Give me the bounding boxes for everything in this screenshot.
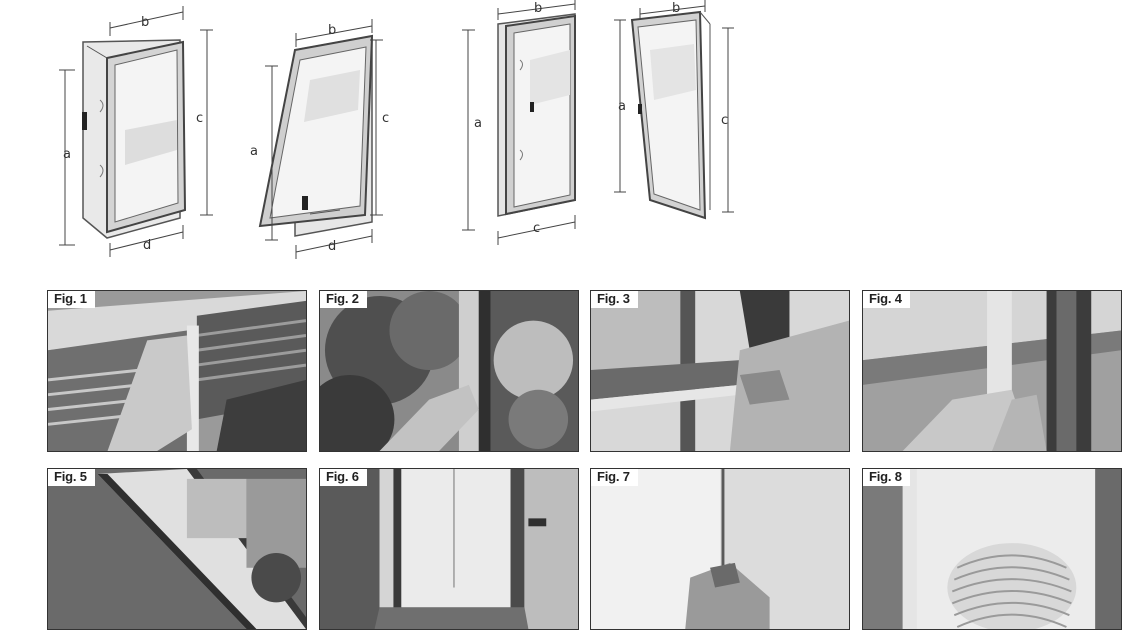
figure-label: Fig. 7 [591, 469, 638, 486]
figure-label: Fig. 3 [591, 291, 638, 308]
figure-2: Fig. 2 [319, 290, 579, 452]
photo-hose-through-fabric [863, 469, 1121, 629]
figure-label: Fig. 1 [48, 291, 95, 308]
tilt-window-drawing: a b c d [250, 19, 389, 259]
dimension-c-label: c [533, 221, 540, 236]
figure-8: Fig. 8 [862, 468, 1122, 630]
photo-window-with-fabric [48, 469, 306, 629]
figure-5: Fig. 5 [47, 468, 307, 630]
dimension-b-label: b [141, 15, 149, 30]
casement-window-drawing: a b c d [59, 6, 213, 257]
photo-fabric-on-frame [320, 291, 578, 451]
figure-6: Fig. 6 [319, 468, 579, 630]
figure-1: Fig. 1 [47, 290, 307, 452]
dimension-b-label: b [534, 1, 542, 16]
diagram-window-closed: a b c [460, 0, 590, 265]
dimension-c-label: c [382, 111, 389, 126]
dimension-a-label: a [618, 99, 626, 114]
closed-window-drawing: a b c [462, 0, 576, 245]
figure-3: Fig. 3 [590, 290, 850, 452]
photo-zipper-opening [591, 469, 849, 629]
dimension-b-label: b [672, 1, 680, 16]
dimension-b-label: b [328, 23, 336, 38]
figure-label: Fig. 5 [48, 469, 95, 486]
diagram-window-pivot: a b c [610, 0, 750, 265]
photo-hand-pressing-frame [48, 291, 306, 451]
dimension-c-label: c [721, 113, 728, 128]
figure-label: Fig. 2 [320, 291, 367, 308]
installation-figures: Fig. 1 Fig. 2 Fig. 3 [47, 290, 1123, 632]
pivot-window-drawing: a b c [614, 0, 734, 220]
dimension-d-label: d [328, 239, 336, 254]
dimension-c-label: c [196, 111, 203, 126]
dimension-d-label: d [143, 238, 151, 253]
figure-label: Fig. 6 [320, 469, 367, 486]
dimension-a-label: a [250, 144, 258, 159]
figure-label: Fig. 8 [863, 469, 910, 486]
diagram-tilt-open: a b c d [240, 0, 405, 265]
photo-fabric-sealed-window [320, 469, 578, 629]
dimension-a-label: a [474, 116, 482, 131]
diagram-casement-open: a b c d [55, 0, 225, 265]
figure-4: Fig. 4 [862, 290, 1122, 452]
photo-attaching-strip [591, 291, 849, 451]
dimension-a-label: a [63, 147, 71, 162]
photo-hinge-attachment [863, 291, 1121, 451]
window-diagrams: a b c d a [0, 0, 1133, 270]
figure-7: Fig. 7 [590, 468, 850, 630]
figure-label: Fig. 4 [863, 291, 910, 308]
